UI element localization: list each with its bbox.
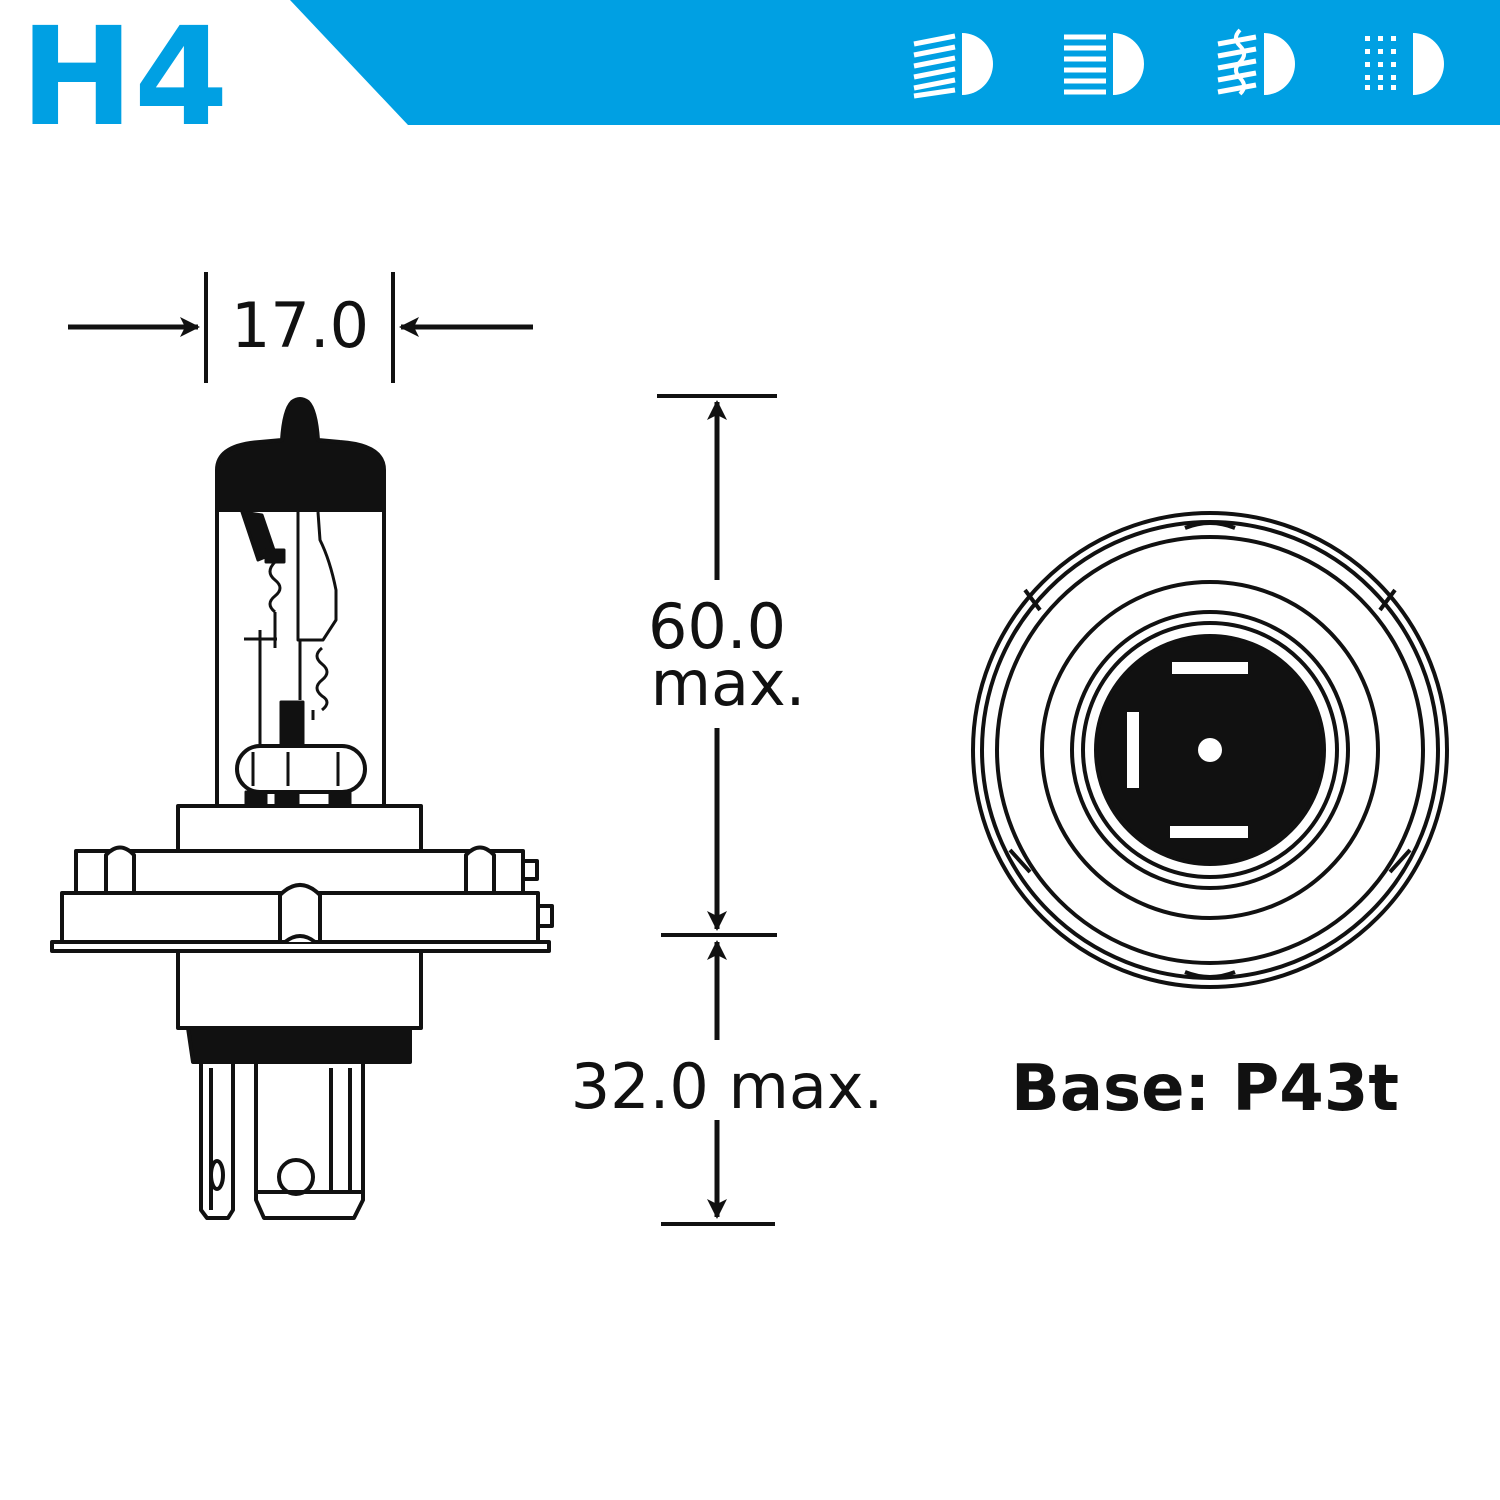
base-type-label: Base: P43t (1011, 1052, 1399, 1126)
connector-pins (199, 1060, 365, 1220)
contact-slot-bottom (1170, 826, 1248, 838)
fog-light-icon (1217, 28, 1295, 96)
position-light-icon (1365, 33, 1444, 95)
bulb-tip (215, 397, 386, 512)
filament-assembly (235, 510, 367, 808)
contact-slot-left (1127, 712, 1139, 788)
height-dimension (657, 394, 777, 1226)
upper-collar (176, 804, 423, 853)
bulb-side-view (50, 397, 554, 1220)
header-bar: H4 (20, 0, 1500, 157)
contact-slot-top (1172, 662, 1248, 674)
base-band (186, 1026, 412, 1064)
header-banner (290, 0, 1500, 125)
height-value-label: 60.0 (648, 590, 786, 663)
height-max-label: max. (651, 647, 806, 720)
low-beam-icon (913, 33, 993, 99)
base-height-label: 32.0 max. (571, 1050, 884, 1123)
bulb-type-title: H4 (20, 0, 228, 157)
center-contact (1198, 738, 1222, 762)
high-beam-icon (1064, 33, 1144, 95)
width-label: 17.0 (231, 289, 369, 362)
base-end-view (971, 511, 1449, 989)
width-dimension (68, 272, 533, 383)
base-body (176, 949, 423, 1030)
